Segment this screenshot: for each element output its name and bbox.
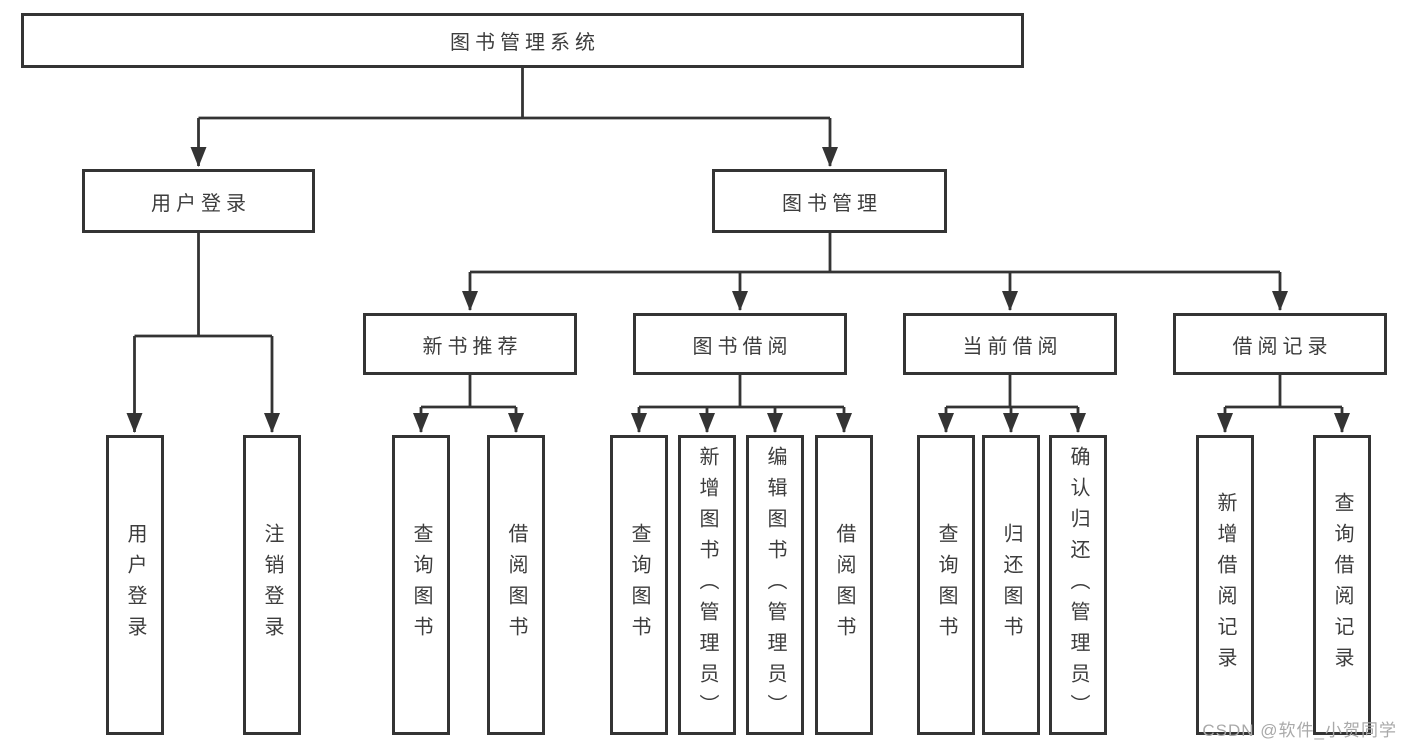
leaf-label: 注销登录 [261, 523, 283, 647]
leaf-confirm-return-admin: 确认归还（管理员） [1049, 435, 1107, 735]
leaf-add-books-admin: 新增图书（管理员） [678, 435, 736, 735]
leaf-add-borrow-record: 新增借阅记录 [1196, 435, 1254, 735]
leaf-query-borrow-record: 查询借阅记录 [1313, 435, 1371, 735]
leaf-label: 编辑图书（管理员） [764, 445, 786, 725]
leaf-user-login: 用户登录 [106, 435, 164, 735]
node-book-management: 图书管理 [712, 169, 947, 233]
leaf-query-books-current: 查询图书 [917, 435, 975, 735]
node-book-borrowing: 图书借阅 [633, 313, 847, 375]
leaf-label: 用户登录 [124, 523, 146, 647]
leaf-label: 新增借阅记录 [1214, 492, 1236, 678]
node-current-borrowing: 当前借阅 [903, 313, 1117, 375]
leaf-label: 归还图书 [1000, 523, 1022, 647]
node-new-book-recommend: 新书推荐 [363, 313, 577, 375]
leaf-label: 借阅图书 [833, 523, 855, 647]
node-label: 图书管理 [782, 192, 882, 215]
node-label: 图书借阅 [692, 335, 793, 358]
leaf-label: 查询图书 [628, 523, 650, 647]
node-label: 用户登录 [151, 192, 251, 215]
leaf-label: 查询图书 [935, 523, 957, 647]
leaf-label: 借阅图书 [505, 523, 527, 647]
leaf-label: 新增图书（管理员） [696, 445, 718, 725]
leaf-label: 确认归还（管理员） [1067, 445, 1089, 725]
leaf-logout: 注销登录 [243, 435, 301, 735]
leaf-label: 查询借阅记录 [1331, 492, 1353, 678]
node-borrowing-records: 借阅记录 [1173, 313, 1387, 375]
leaf-label: 查询图书 [410, 523, 432, 647]
leaf-edit-books-admin: 编辑图书（管理员） [746, 435, 804, 735]
leaf-query-books-borrowing: 查询图书 [610, 435, 668, 735]
leaf-return-books: 归还图书 [982, 435, 1040, 735]
node-label: 当前借阅 [962, 335, 1063, 358]
node-label: 新书推荐 [422, 335, 523, 358]
leaf-query-books-recommend: 查询图书 [392, 435, 450, 735]
node-label: 借阅记录 [1232, 335, 1333, 358]
watermark: CSDN @软件_小贺同学 [1202, 721, 1397, 740]
leaf-borrow-books-borrowing: 借阅图书 [815, 435, 873, 735]
node-user-login: 用户登录 [82, 169, 315, 233]
node-label: 图书管理系统 [450, 32, 600, 54]
node-library-management-system: 图书管理系统 [21, 13, 1024, 68]
leaf-borrow-books-recommend: 借阅图书 [487, 435, 545, 735]
